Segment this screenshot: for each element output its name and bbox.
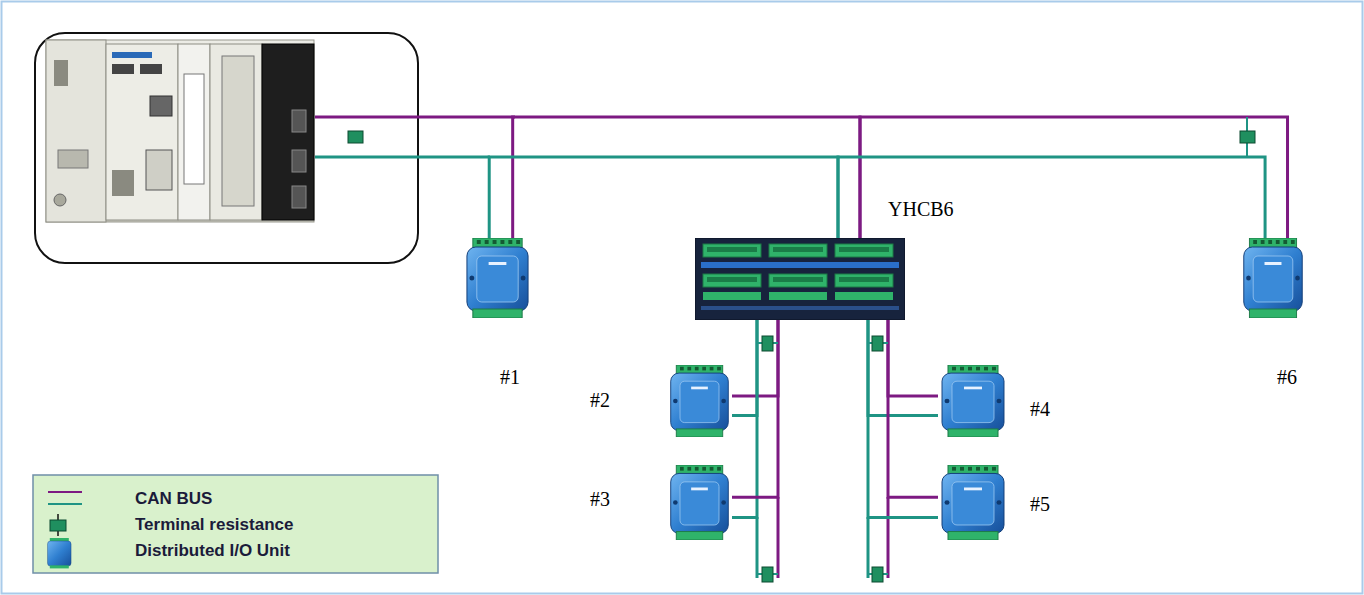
legend-text: CAN BUS: [135, 490, 212, 509]
device-label: YHCB6: [888, 198, 954, 220]
can-bus-wire: [838, 157, 1265, 238]
can-bus-wire: [513, 117, 860, 238]
bus-connector: [838, 117, 1288, 238]
io-unit: #3: [667, 465, 732, 540]
repeater-unit: YHCB6: [695, 238, 905, 320]
io-unit-illustration: [667, 465, 732, 540]
io-unit: #1: [463, 238, 532, 318]
bus-connector: [868, 320, 938, 415]
legend-box: [33, 475, 438, 573]
terminal-resistor: [1240, 117, 1255, 157]
io-unit: #2: [667, 365, 732, 437]
bus-connector: [489, 117, 860, 238]
callout-number: #1: [500, 366, 520, 388]
bus-connector: [868, 320, 938, 518]
can-bus-wire: [868, 320, 938, 415]
can-bus-wire: [888, 320, 938, 497]
can-bus-wire: [867, 517, 870, 578]
callout-number: #6: [1277, 366, 1297, 388]
terminal-resistor: [757, 336, 778, 351]
terminal-resistor: [868, 336, 888, 351]
io-unit: #5: [938, 465, 1008, 540]
callout-number: #5: [1030, 493, 1050, 515]
io-unit-illustration: [938, 365, 1008, 437]
terminal-resistor: [868, 567, 888, 582]
callout-number: #2: [590, 389, 610, 411]
terminal-resistor: [757, 567, 778, 582]
bus-connector: [732, 320, 778, 518]
can-bus-wire: [732, 320, 778, 497]
can-bus-wire: [489, 157, 838, 238]
io-unit-illustration: [938, 465, 1008, 540]
callout-number: #4: [1030, 398, 1050, 420]
can-bus-wire: [860, 117, 1288, 238]
can-bus-wire: [777, 497, 780, 578]
legend-text: Terminal resistance: [135, 516, 293, 535]
plc-illustration: [46, 40, 314, 222]
io-unit-illustration: [667, 365, 732, 437]
can-bus-wire: [868, 320, 938, 518]
bus-connector: [732, 320, 778, 415]
legend-line-sample: [48, 491, 82, 493]
legend-text: Distributed I/O Unit: [135, 542, 290, 561]
can-bus-wire: [315, 116, 515, 119]
can-bus-wire: [732, 320, 757, 415]
legend-line-sample: [48, 503, 82, 505]
io-unit-illustration: [1240, 238, 1306, 318]
plc-frame: [35, 33, 418, 263]
legend-resistor-sample: [50, 514, 66, 536]
can-bus-wire: [888, 320, 938, 396]
repeater-illustration: [695, 238, 905, 320]
can-bus-wire: [315, 156, 490, 159]
can-bus-wire: [732, 320, 757, 518]
legend-io-sample: [48, 538, 72, 568]
io-unit-illustration: [463, 238, 532, 318]
terminal-resistor: [348, 131, 363, 143]
io-unit: #6: [1240, 238, 1306, 318]
io-unit: #4: [938, 365, 1008, 437]
callout-number: #3: [590, 488, 610, 510]
can-bus-wire: [732, 320, 778, 396]
can-bus-wire: [887, 497, 890, 578]
can-bus-wire: [756, 517, 759, 578]
